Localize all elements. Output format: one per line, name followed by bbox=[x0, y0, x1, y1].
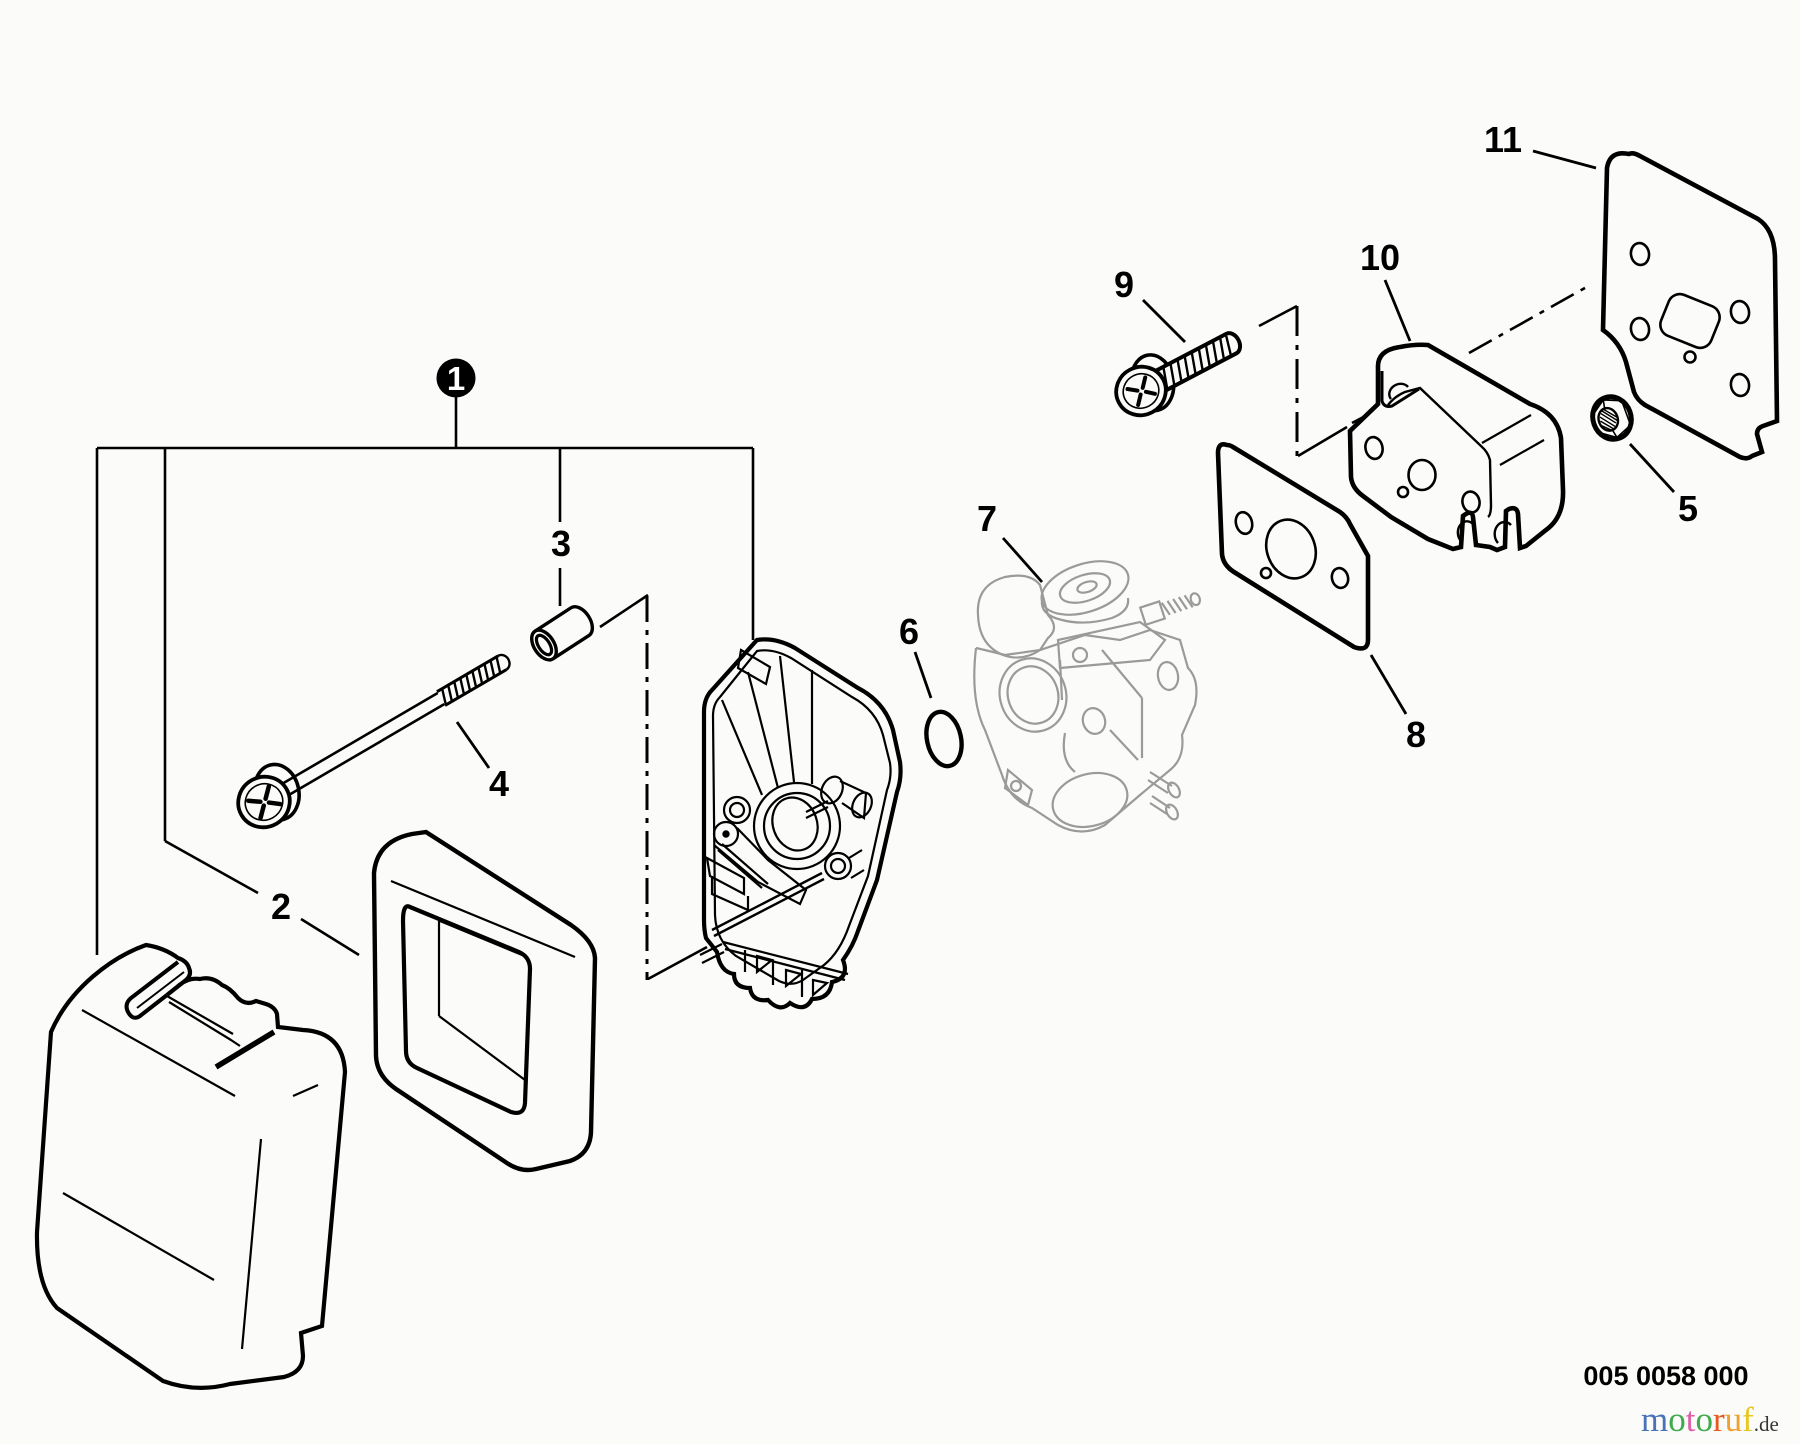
svg-text:10: 10 bbox=[1360, 237, 1400, 278]
svg-text:3: 3 bbox=[551, 523, 571, 564]
svg-text:8: 8 bbox=[1406, 714, 1426, 755]
svg-text:7: 7 bbox=[977, 498, 997, 539]
svg-text:005 0058 000: 005 0058 000 bbox=[1583, 1361, 1748, 1391]
svg-text:9: 9 bbox=[1114, 264, 1134, 305]
svg-text:11: 11 bbox=[1484, 119, 1522, 160]
svg-text:6: 6 bbox=[899, 611, 919, 652]
svg-text:2: 2 bbox=[271, 886, 291, 927]
svg-text:motoruf.de: motoruf.de bbox=[1641, 1400, 1779, 1439]
svg-text:4: 4 bbox=[489, 763, 509, 804]
svg-text:5: 5 bbox=[1678, 488, 1698, 529]
svg-text:1: 1 bbox=[447, 360, 465, 397]
